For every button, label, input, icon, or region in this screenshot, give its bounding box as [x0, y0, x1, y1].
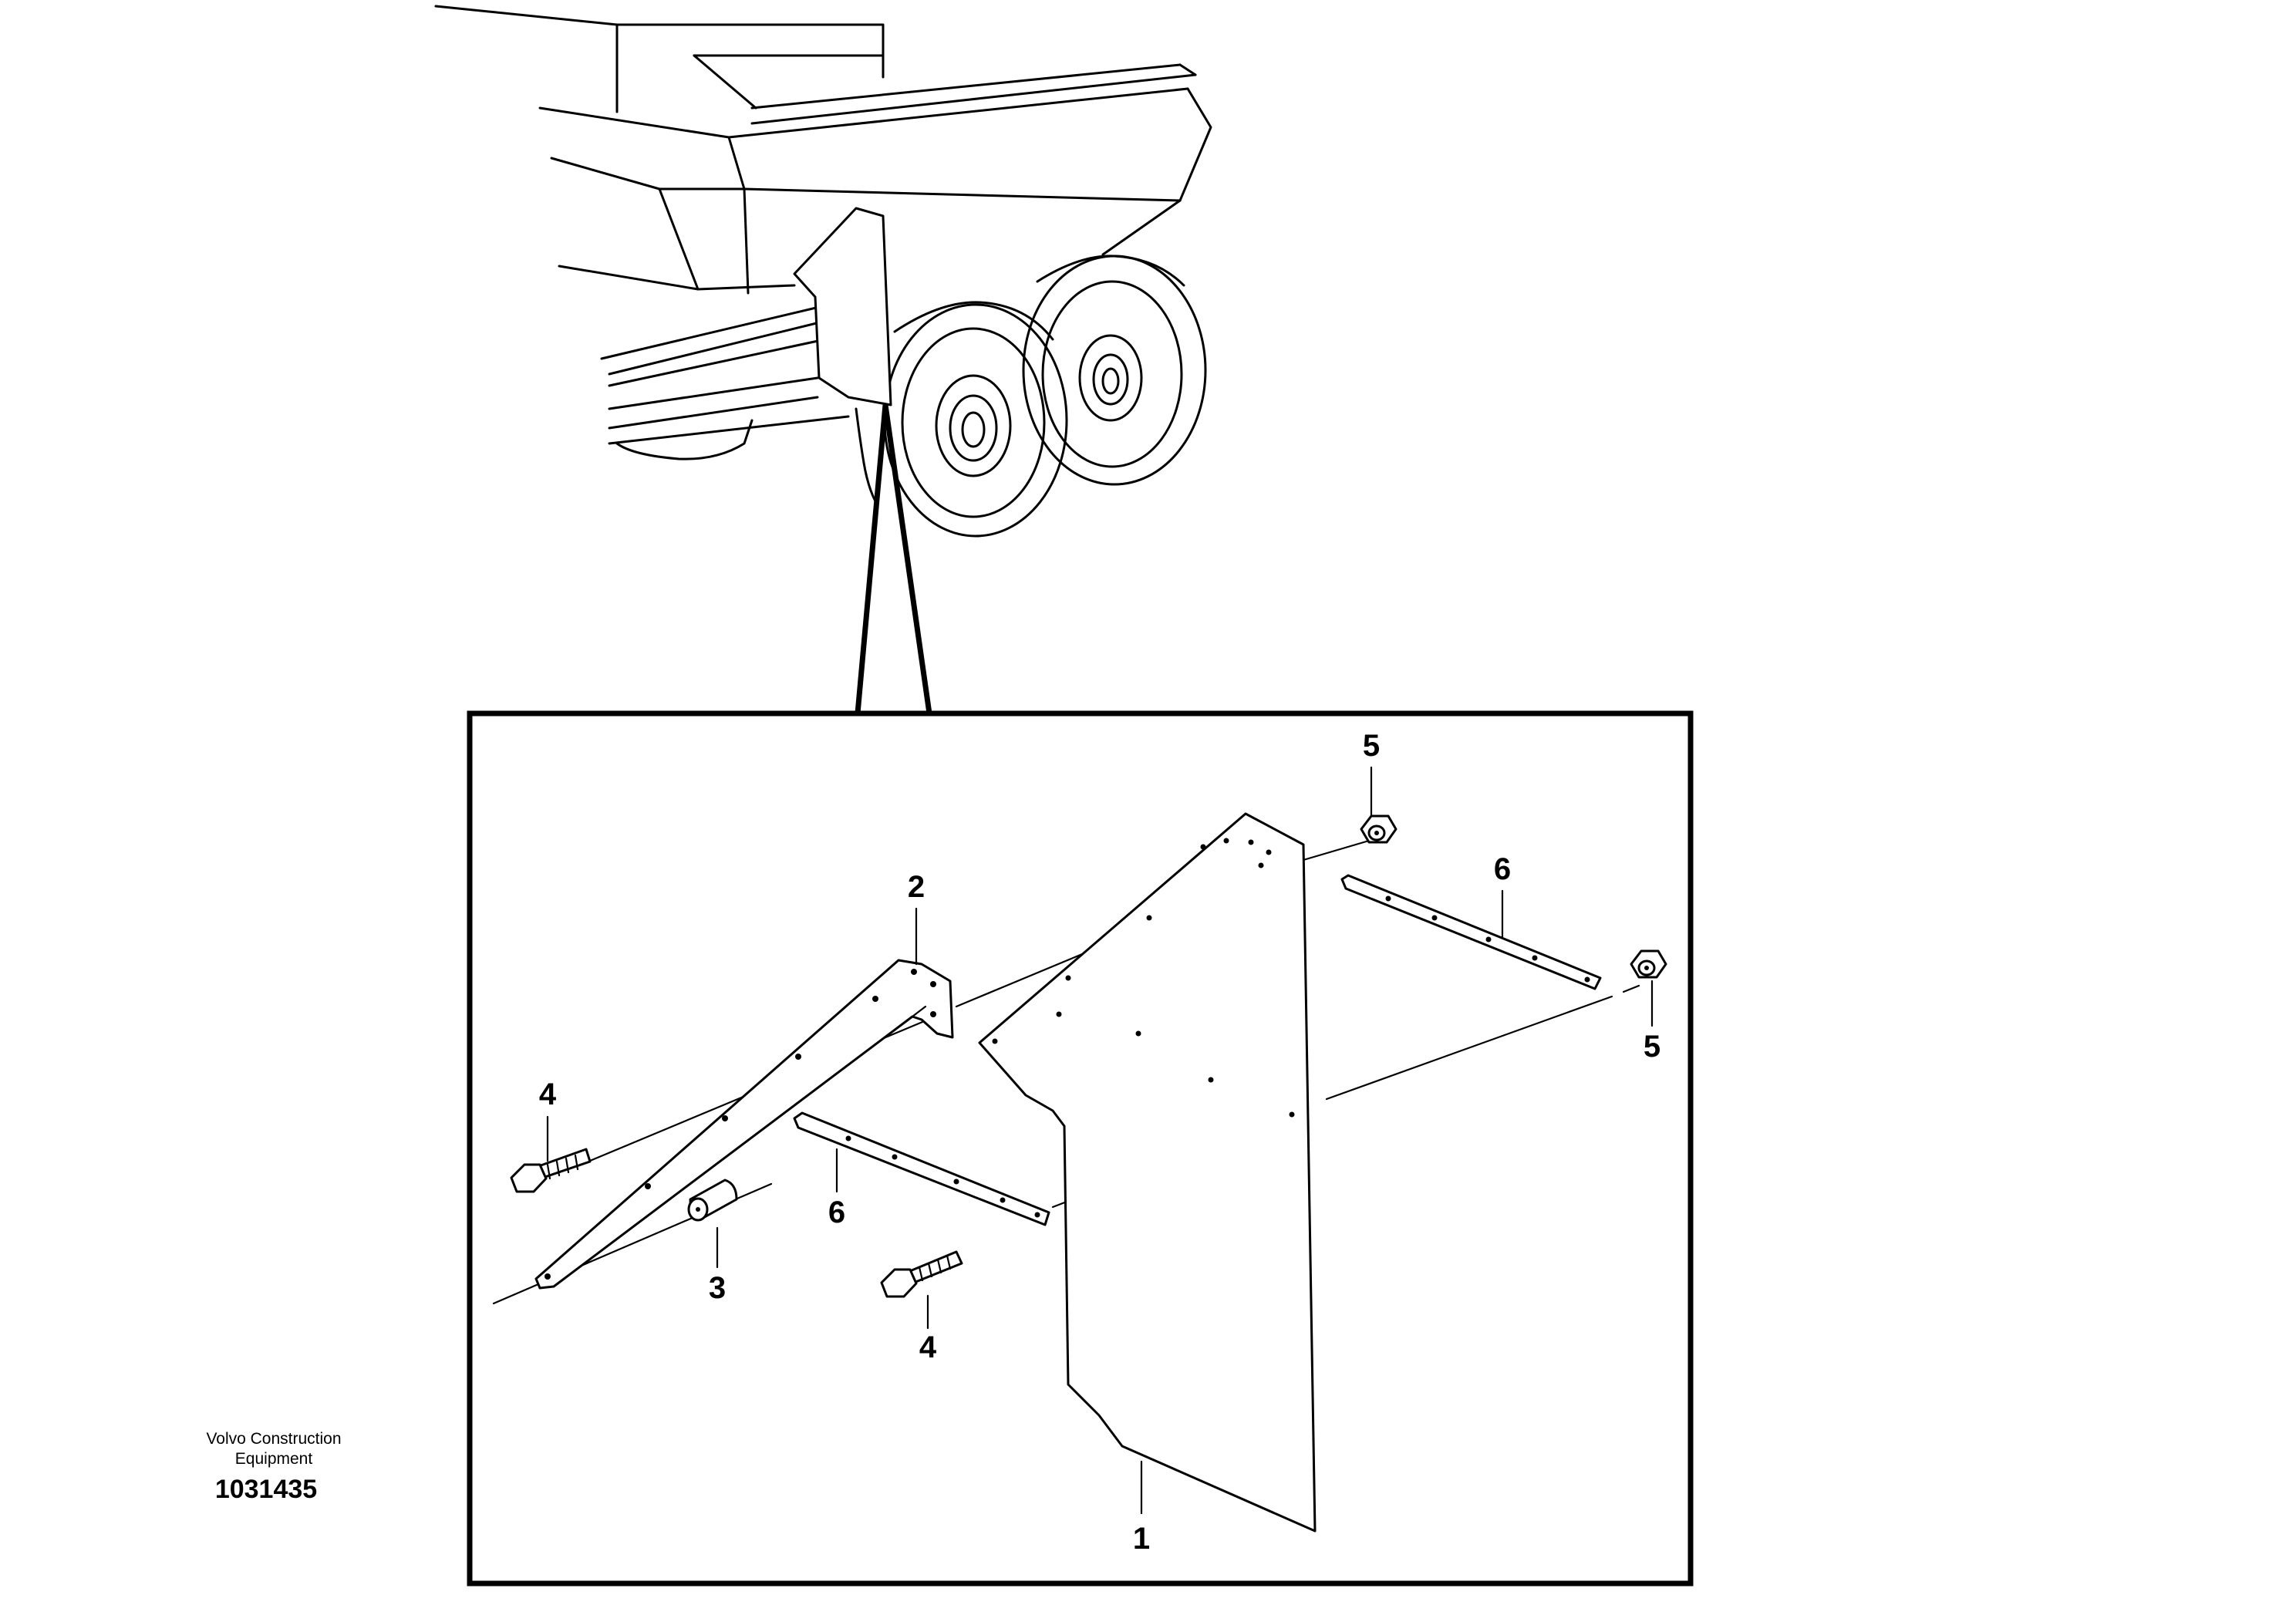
rear-wheel-1	[883, 301, 1068, 538]
drawing-number: 1031435	[215, 1475, 317, 1504]
dump-body	[434, 5, 1212, 295]
callout-6-upper: 6	[1494, 852, 1511, 886]
callout-labels: 1 2 3 4 4 5 5 6 6	[539, 729, 1660, 1556]
callout-3: 3	[709, 1271, 726, 1305]
callout-6-lower: 6	[828, 1195, 845, 1229]
mud-flap-location-highlight	[793, 207, 892, 406]
credit-line-2: Equipment	[235, 1450, 313, 1468]
callout-1: 1	[1133, 1522, 1150, 1556]
chassis-frame	[600, 303, 850, 445]
detail-leader	[855, 404, 932, 714]
callout-5-upper: 5	[1363, 729, 1380, 763]
drawing-credit: Volvo Construction Equipment 1031435	[206, 1430, 341, 1504]
spacer-part-3	[687, 1179, 738, 1222]
detail-frame	[467, 710, 1694, 1587]
callout-5-lower: 5	[1644, 1030, 1660, 1064]
callout-4-upper: 4	[539, 1077, 557, 1111]
truck-overview-illustration	[434, 5, 1212, 538]
screw-part-4-lower	[880, 1250, 963, 1298]
strip-part-6-lower	[793, 1111, 1050, 1226]
callout-leaders	[546, 766, 1654, 1515]
mud-flap-part-1	[978, 812, 1317, 1533]
strip-part-6-upper	[1340, 874, 1602, 990]
callout-2: 2	[908, 870, 925, 904]
screw-part-4-upper	[510, 1148, 592, 1193]
credit-line-1: Volvo Construction	[206, 1430, 341, 1448]
rear-wheel-2	[1022, 255, 1207, 486]
nut-part-5-upper	[1360, 814, 1397, 844]
bracket-part-2	[534, 959, 954, 1290]
callout-4-lower: 4	[919, 1330, 937, 1364]
nut-part-5-lower	[1630, 949, 1667, 979]
hidden-front-wheel	[615, 407, 877, 503]
